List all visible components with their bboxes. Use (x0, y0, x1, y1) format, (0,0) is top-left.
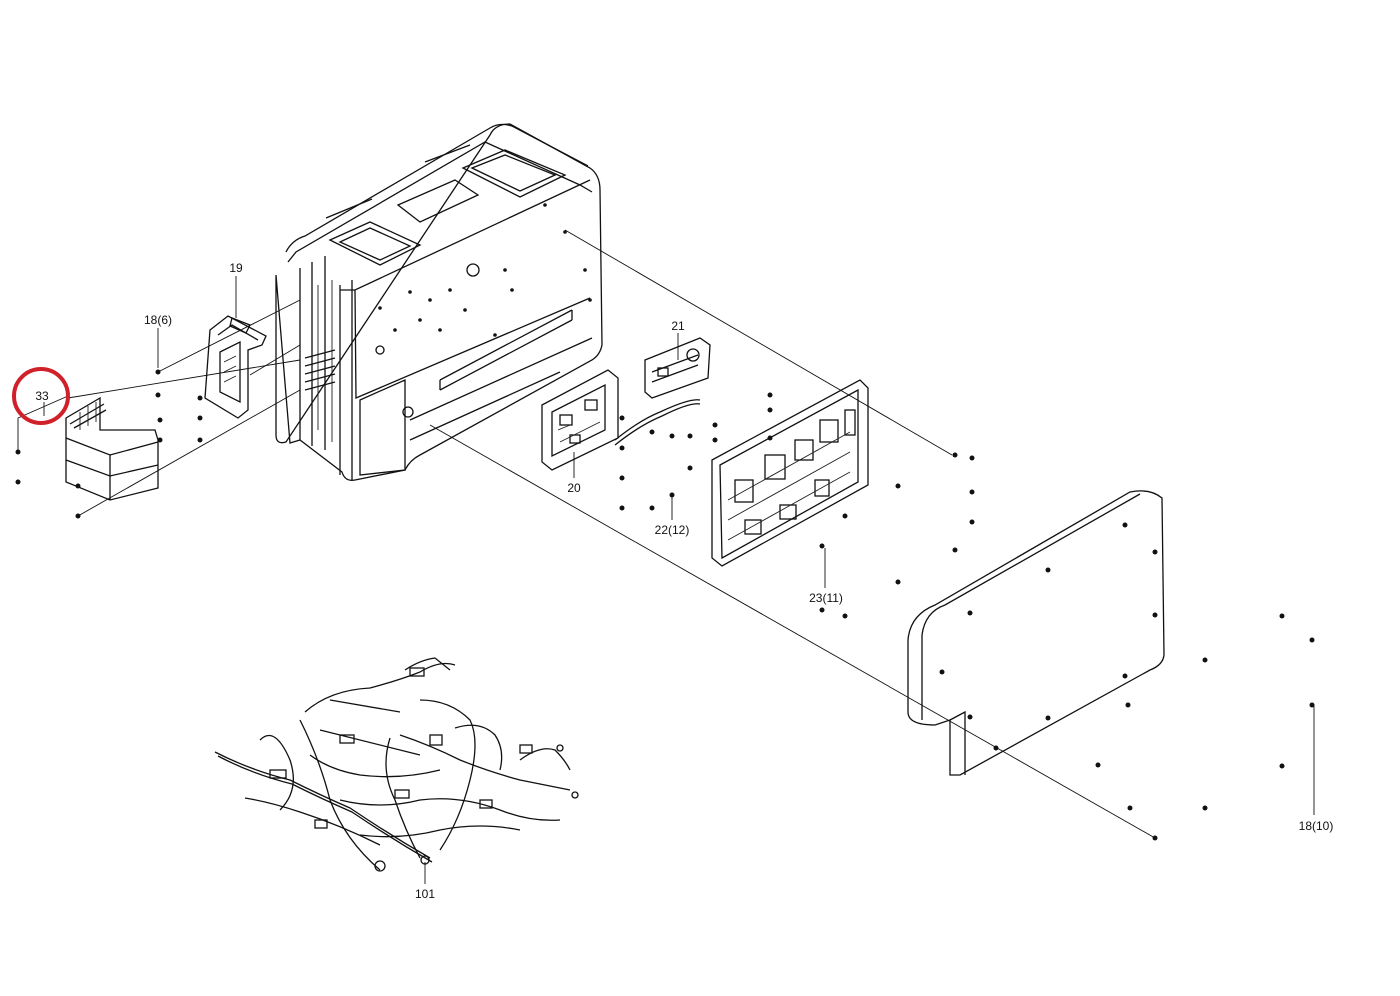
assembly-lines (17, 229, 1156, 839)
large-pcb-board (711, 379, 869, 567)
callout-21: 21 (671, 319, 685, 333)
part-19-bracket (204, 315, 267, 419)
callout-22-12: 22(12) (655, 523, 690, 537)
callout-leaders (43, 276, 1315, 884)
part-101-wiring-harness (214, 657, 579, 872)
callout-101: 101 (415, 887, 435, 901)
callout-33: 33 (35, 389, 49, 403)
callout-labels: 19 18(6) 33 21 20 22(12) 23(11) 18(10) 1… (35, 261, 1333, 901)
callout-23-11: 23(11) (809, 591, 843, 605)
callout-18-10: 18(10) (1299, 819, 1334, 833)
callout-20: 20 (567, 481, 581, 495)
highlight-circle-33 (12, 367, 70, 425)
callout-18-6: 18(6) (144, 313, 172, 327)
short-cable (614, 399, 701, 441)
short-cable-outline (614, 403, 701, 446)
side-cover-panel (907, 490, 1165, 776)
callout-19: 19 (229, 261, 243, 275)
part-21-module (644, 337, 711, 399)
main-housing (275, 123, 603, 481)
screws (15, 369, 1315, 841)
part-20-pcb (541, 369, 619, 471)
